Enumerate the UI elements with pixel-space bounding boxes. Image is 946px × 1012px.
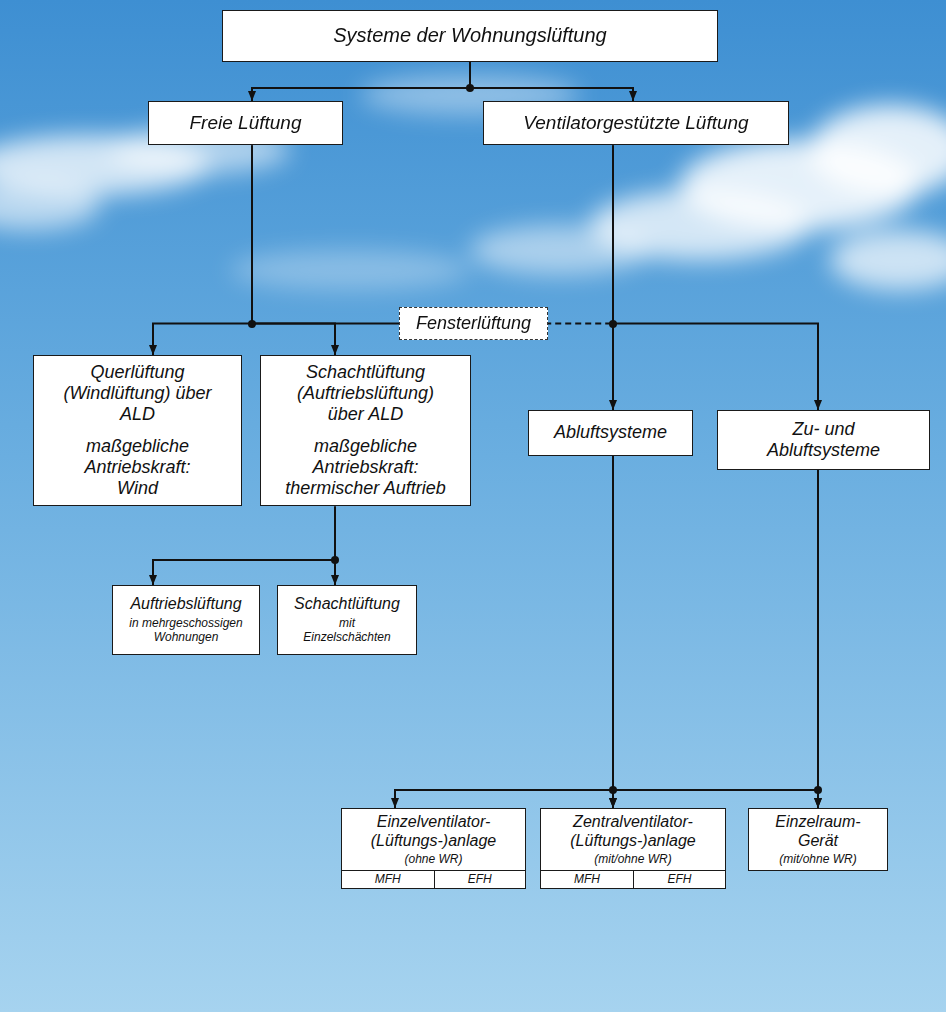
dashed-connector (548, 145, 613, 323)
box-title: Querlüftung (Windlüftung) über ALD (63, 362, 213, 426)
connector-arrow (252, 145, 399, 323)
box-title: Einzelventilator-(Lüftungs-)anlage (359, 813, 509, 851)
junction-dot (609, 786, 617, 794)
box-text: mit Einzelschächten (300, 616, 395, 644)
junction-dot (248, 320, 256, 328)
junction-dot (331, 556, 339, 564)
connector-arrow (153, 506, 335, 585)
connector-arrow (613, 145, 818, 410)
connector-arrow (153, 145, 252, 355)
clouds (0, 75, 946, 290)
table-cell: EFH (633, 870, 725, 888)
box-title: Abluftsysteme (554, 422, 667, 443)
process-box: Einzelraum-Gerät(mit/ohne WR) (748, 808, 888, 871)
box-text: maßgebliche Antriebskraft: thermischer A… (276, 436, 456, 500)
process-box: Schachtlüftung (Auftriebslüftung) über A… (260, 355, 471, 506)
process-box: Systeme der Wohnungslüftung (222, 10, 718, 62)
process-box: Zentralventilator-(Lüftungs-)anlage(mit/… (540, 808, 726, 889)
junction-dot (466, 84, 474, 92)
junction-dot (814, 786, 822, 794)
process-box: Abluftsysteme (528, 410, 693, 456)
table-cell: EFH (434, 870, 526, 888)
box-text: (mit/ohne WR) (779, 852, 856, 866)
box-text: (mit/ohne WR) (594, 852, 671, 866)
process-box: Schachtlüftung mit Einzelschächten (277, 585, 417, 655)
box-title: Systeme der Wohnungslüftung (333, 24, 607, 48)
cell-label: MFH (574, 872, 600, 886)
table-cell: MFH (541, 870, 633, 888)
process-box: Einzelventilator-(Lüftungs-)anlage(ohne … (341, 808, 526, 889)
connector-arrow (817, 470, 819, 808)
connector-arrow (613, 470, 818, 808)
box-title: Schachtlüftung (294, 595, 400, 614)
box-title: Zentralventilator-(Lüftungs-)anlage (556, 813, 711, 851)
box-title: Einzelraum-Gerät (758, 813, 878, 851)
connector-arrow (395, 456, 613, 808)
table-cell: MFH (342, 870, 434, 888)
box-text: in mehrgeschossigen Wohnungen (122, 616, 250, 644)
process-box: Querlüftung (Windlüftung) über ALD maßgeb… (33, 355, 242, 506)
box-title: Freie Lüftung (190, 112, 302, 134)
connector-arrow (613, 456, 818, 808)
cell-label: MFH (375, 872, 401, 886)
box-title: Auftriebslüftung (130, 595, 241, 614)
box-title: Ventilatorgestützte Lüftung (523, 112, 748, 134)
box-title: Fensterlüftung (416, 313, 531, 334)
process-box: Freie Lüftung (148, 101, 343, 145)
dashed-box: Fensterlüftung (399, 307, 548, 340)
process-box: Ventilatorgestützte Lüftung (483, 101, 789, 145)
box-text: (ohne WR) (404, 852, 462, 866)
cell-label: EFH (668, 872, 692, 886)
process-box: Zu- und Abluftsysteme (717, 410, 930, 470)
connector-arrow (252, 145, 335, 355)
connector-arrow (470, 62, 633, 101)
connector-arrow (334, 506, 336, 585)
box-title: Schachtlüftung (Auftriebslüftung) über A… (281, 362, 451, 426)
cell-label: EFH (468, 872, 492, 886)
box-text: maßgebliche Antriebskraft: Wind (63, 436, 213, 500)
process-box: Auftriebslüftung in mehrgeschossigen Wohn… (112, 585, 260, 655)
connector-arrow (252, 62, 470, 101)
junction-dot (609, 320, 617, 328)
box-title: Zu- und Abluftsysteme (749, 419, 899, 461)
